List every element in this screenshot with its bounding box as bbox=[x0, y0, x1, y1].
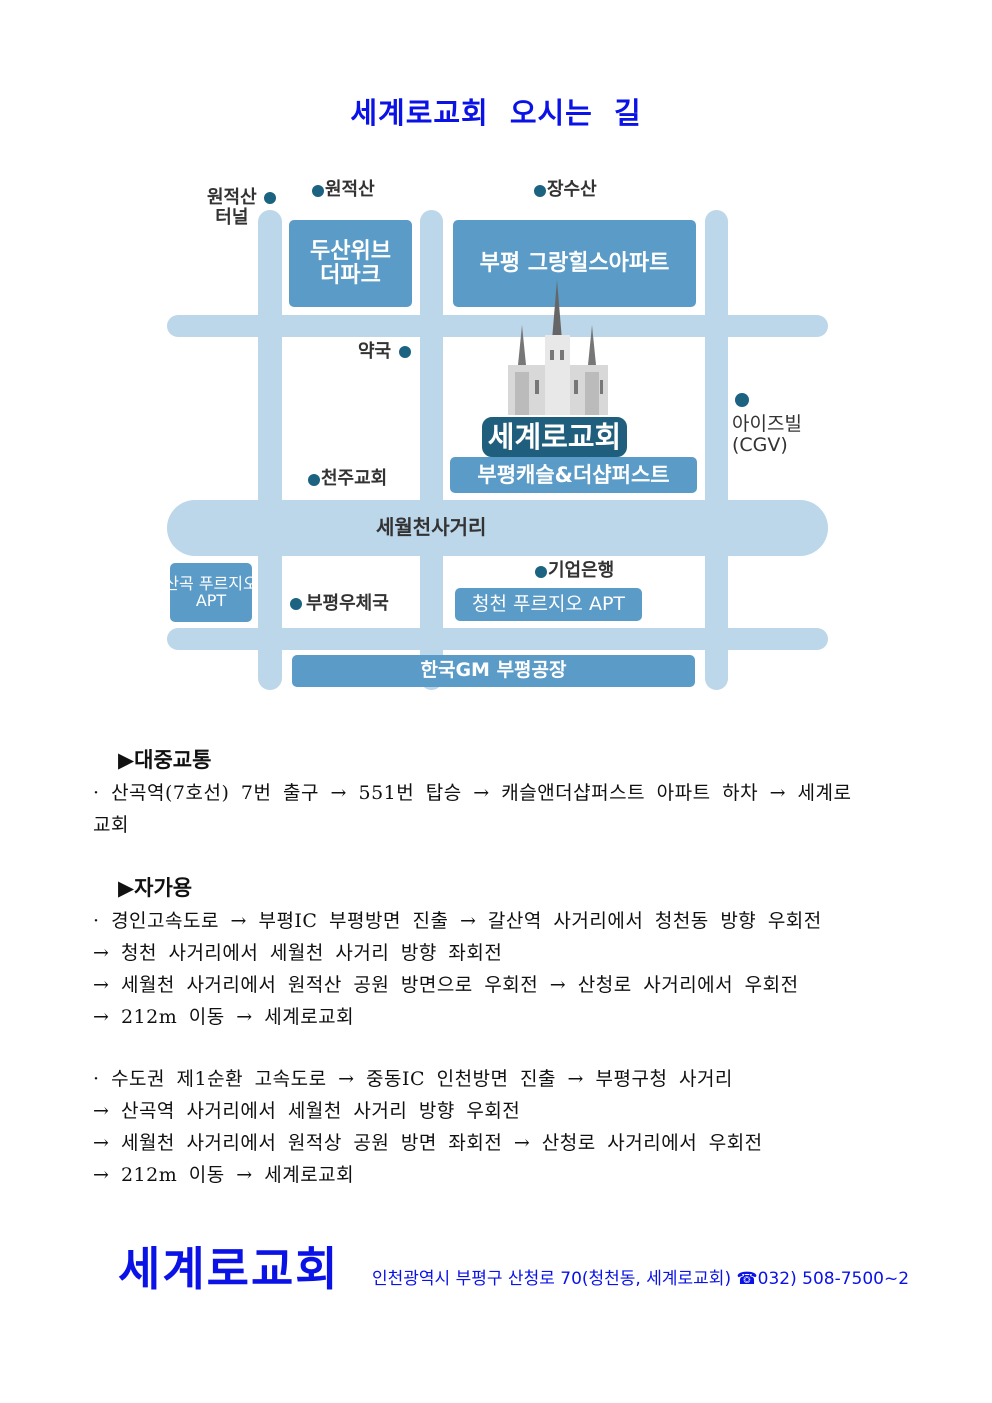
landmark: 부평우체국 bbox=[306, 593, 389, 614]
landmark: 천주교회 bbox=[321, 468, 388, 489]
text-line: · 수도권 제1순환 고속도로 → 중동IC 인천방면 진출 → 부평구청 사거… bbox=[93, 1068, 733, 1090]
location-dot-icon bbox=[264, 192, 276, 204]
landmark: 장수산 bbox=[547, 179, 597, 200]
text-line: → 212m 이동 → 세계로교회 bbox=[93, 1164, 355, 1186]
location-dot-icon bbox=[399, 346, 411, 358]
page-title: 세계로교회 오시는 길 bbox=[350, 96, 642, 130]
landmark-tunnel: 원적산 터널 bbox=[207, 187, 257, 228]
block-sangok-prugio: 산곡 푸르지오 APT bbox=[164, 563, 258, 622]
landmark: 약국 bbox=[358, 341, 392, 362]
road-vertical bbox=[705, 210, 728, 690]
location-dot-icon bbox=[735, 393, 749, 407]
church-address: 인천광역시 부평구 산청로 70(청천동, 세계로교회) ☎032) 508-7… bbox=[372, 1269, 910, 1289]
road-label: 세월천사거리 bbox=[376, 515, 487, 539]
section-heading-transit: ▶대중교통 bbox=[118, 748, 212, 772]
text-line: → 212m 이동 → 세계로교회 bbox=[93, 1006, 355, 1028]
text-line: → 산곡역 사거리에서 세월천 사거리 방향 우회전 bbox=[93, 1100, 521, 1122]
church-building-icon bbox=[508, 280, 608, 420]
road-sewolcheon bbox=[167, 500, 828, 556]
text-line: · 경인고속도로 → 부평IC 부평방면 진출 → 갈산역 사거리에서 청천동 … bbox=[93, 910, 822, 932]
text-line: → 세월천 사거리에서 원적상 공원 방면 좌회전 → 산청로 사거리에서 우회… bbox=[93, 1132, 763, 1154]
church-brand: 세계로교회 bbox=[118, 1242, 340, 1296]
block-segyero-church: 세계로교회 bbox=[480, 415, 629, 459]
location-dot-icon bbox=[290, 598, 302, 610]
location-dot-icon bbox=[535, 566, 547, 578]
block-doosan: 두산위브 더파크 bbox=[289, 220, 412, 307]
road-vertical bbox=[258, 210, 282, 690]
landmark: 아이즈빌 (CGV) bbox=[732, 413, 802, 456]
text-line: · 산곡역(7호선) 7번 출구 → 551번 탑승 → 캐슬앤더샵퍼스트 아파… bbox=[93, 782, 852, 804]
section-heading-car: ▶자가용 bbox=[118, 876, 193, 900]
road-horizontal bbox=[167, 315, 828, 337]
road-vertical bbox=[420, 210, 443, 690]
location-dot-icon bbox=[308, 474, 320, 486]
location-dot-icon bbox=[534, 185, 546, 197]
block-castle: 부평캐슬&더샵퍼스트 bbox=[450, 457, 697, 493]
block-gm: 한국GM 부평공장 bbox=[292, 655, 695, 687]
landmark: 원적산 bbox=[325, 179, 375, 200]
road-horizontal bbox=[167, 628, 828, 650]
text-line: → 세월천 사거리에서 원적산 공원 방면으로 우회전 → 산청로 사거리에서 … bbox=[93, 974, 799, 996]
block-granhills: 부평 그랑힐스아파트 bbox=[453, 220, 696, 307]
text-line: → 청천 사거리에서 세월천 사거리 방향 좌회전 bbox=[93, 942, 503, 964]
text-line: 교회 bbox=[93, 814, 129, 836]
landmark: 기업은행 bbox=[548, 560, 615, 581]
location-dot-icon bbox=[312, 185, 324, 197]
block-cheongcheon-prugio: 청천 푸르지오 APT bbox=[455, 588, 642, 621]
